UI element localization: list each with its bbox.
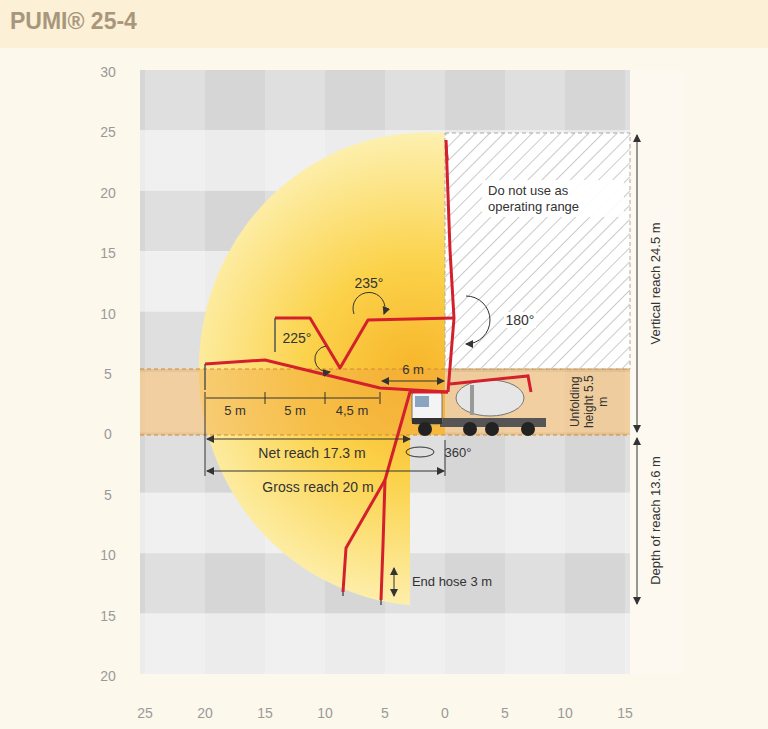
axis-value: 10 — [100, 547, 116, 563]
dimension-label: 4,5 m — [336, 404, 369, 419]
axis-value: 0 — [441, 705, 449, 721]
axis-value: 10 — [557, 705, 573, 721]
dimension-label: 5 m — [284, 404, 306, 419]
axis-value: 5 — [381, 705, 389, 721]
diagram-title: PUMI® 25-4 — [10, 8, 137, 35]
axis-value: 15 — [100, 608, 116, 624]
axis-value: 10 — [100, 306, 116, 322]
region-text: Do not use as operating range — [488, 183, 618, 214]
axis-value: 5 — [104, 487, 112, 503]
dimension-label: End hose 3 m — [412, 575, 492, 590]
axis-value: 5 — [501, 705, 509, 721]
axis-value: 15 — [617, 705, 633, 721]
axis-value: 25 — [100, 124, 116, 140]
dimension-label: Depth of reach 13.6 m — [649, 456, 664, 585]
axis-value: 15 — [100, 245, 116, 261]
axis-value: 20 — [197, 705, 213, 721]
dimension-label: Unfolding height 5.5 m — [569, 371, 610, 433]
axis-value: 20 — [100, 185, 116, 201]
dimension-label: 5 m — [224, 404, 246, 419]
axis-value: 25 — [137, 705, 153, 721]
axis-value: 5 — [104, 366, 112, 382]
axis-value: 30 — [100, 64, 116, 80]
dimension-label: 6 m — [402, 363, 424, 378]
warning-region-note: Do not use as operating range — [482, 180, 624, 217]
dimension-label: Vertical reach 24.5 m — [649, 222, 664, 344]
angle-label: 180° — [504, 312, 537, 328]
dimension-label: Gross reach 20 m — [262, 479, 373, 495]
axis-value: 20 — [100, 668, 116, 684]
angle-label: 235° — [355, 275, 384, 291]
angle-label: 360° — [445, 446, 472, 461]
axis-value: 15 — [257, 705, 273, 721]
angle-label: 225° — [283, 330, 312, 346]
axis-value: 10 — [317, 705, 333, 721]
dimension-label: Net reach 17.3 m — [258, 445, 365, 461]
axis-value: 0 — [104, 426, 112, 442]
